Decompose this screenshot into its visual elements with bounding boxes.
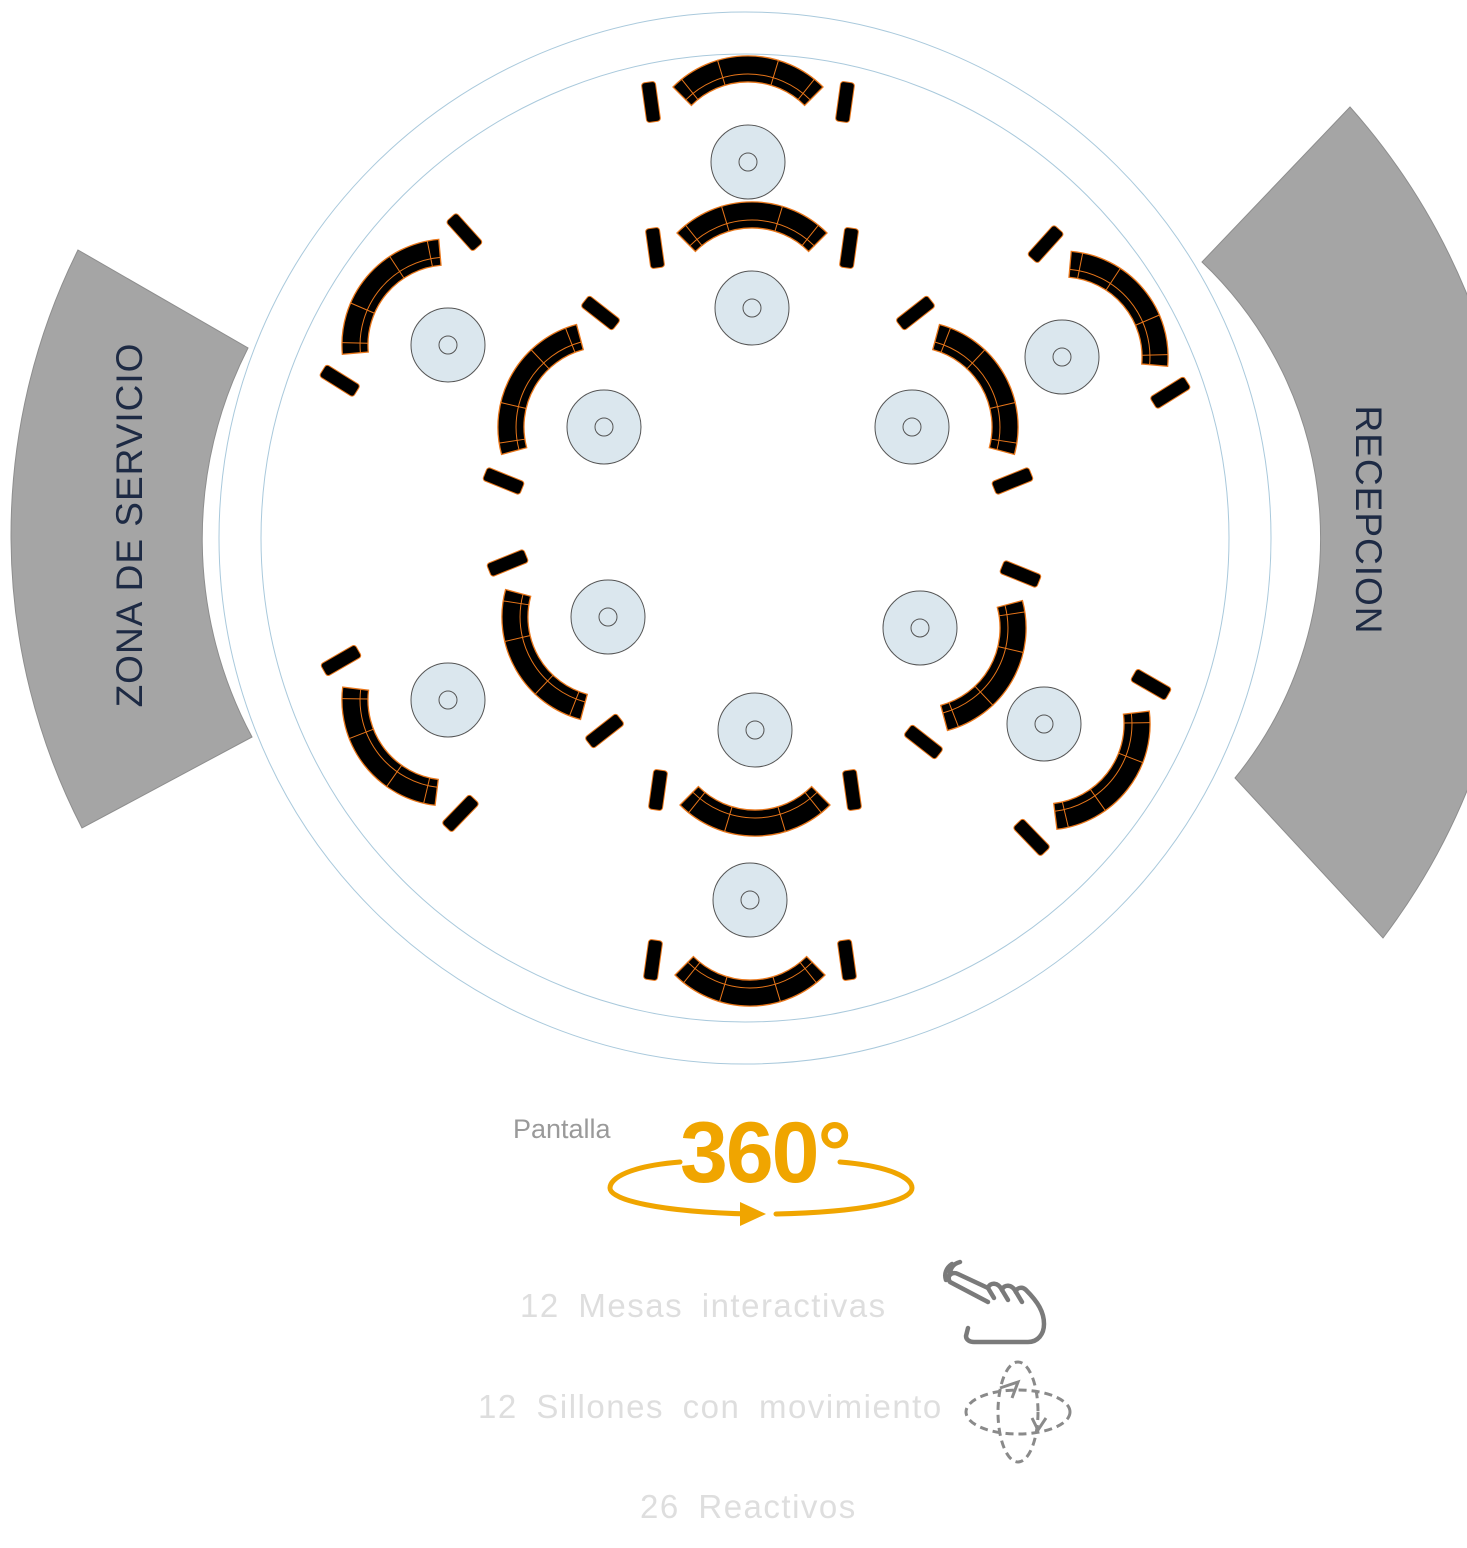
touch-hand-icon bbox=[943, 1259, 1047, 1345]
stat-reactives: 26 Reactivos bbox=[640, 1488, 857, 1526]
interactive-table-10[interactable] bbox=[1006, 686, 1082, 762]
armchair-sofa-1[interactable] bbox=[640, 55, 856, 124]
reception-zone[interactable] bbox=[1201, 106, 1467, 939]
rotation-motion-icon bbox=[964, 1360, 1072, 1464]
stat-tables: 12 Mesas interactivas bbox=[520, 1287, 887, 1325]
orbit-arrow-icon bbox=[607, 1159, 915, 1226]
interactive-table-12[interactable] bbox=[712, 862, 788, 938]
stat-reactives-text: 26 Reactivos bbox=[640, 1488, 857, 1525]
interactive-table-1[interactable] bbox=[710, 124, 786, 200]
interactive-table-6[interactable] bbox=[1024, 319, 1100, 395]
stat-armchairs: 12 Sillones con movimiento bbox=[478, 1388, 943, 1426]
reception-zone-label: RECEPCION bbox=[1348, 406, 1389, 635]
floor-plan: ZONA DE SERVICIO RECEPCION bbox=[10, 11, 1467, 1065]
interactive-table-7[interactable] bbox=[570, 579, 646, 655]
room-outer-ring bbox=[218, 11, 1272, 1065]
interactive-table-4[interactable] bbox=[566, 389, 642, 465]
room-inner-ring bbox=[260, 53, 1230, 1023]
interactive-table-5[interactable] bbox=[874, 389, 950, 465]
zones: ZONA DE SERVICIO RECEPCION bbox=[10, 106, 1467, 939]
armchair-sofa-2[interactable] bbox=[644, 201, 860, 270]
armchair-sofa-11[interactable] bbox=[647, 768, 863, 837]
stat-armchairs-text: 12 Sillones con movimiento bbox=[478, 1388, 943, 1425]
interactive-table-9[interactable] bbox=[410, 662, 486, 738]
interactive-table-8[interactable] bbox=[882, 590, 958, 666]
armchair-sofa-12[interactable] bbox=[642, 938, 858, 1007]
interactive-table-3[interactable] bbox=[410, 307, 486, 383]
stat-tables-text: 12 Mesas interactivas bbox=[520, 1287, 887, 1324]
screen-prefix-label: Pantalla bbox=[513, 1114, 611, 1144]
screen-degrees-label: 360° bbox=[680, 1105, 852, 1201]
interactive-table-11[interactable] bbox=[717, 692, 793, 768]
service-zone[interactable] bbox=[10, 249, 253, 829]
interactive-table-2[interactable] bbox=[714, 270, 790, 346]
service-zone-label: ZONA DE SERVICIO bbox=[109, 343, 150, 708]
